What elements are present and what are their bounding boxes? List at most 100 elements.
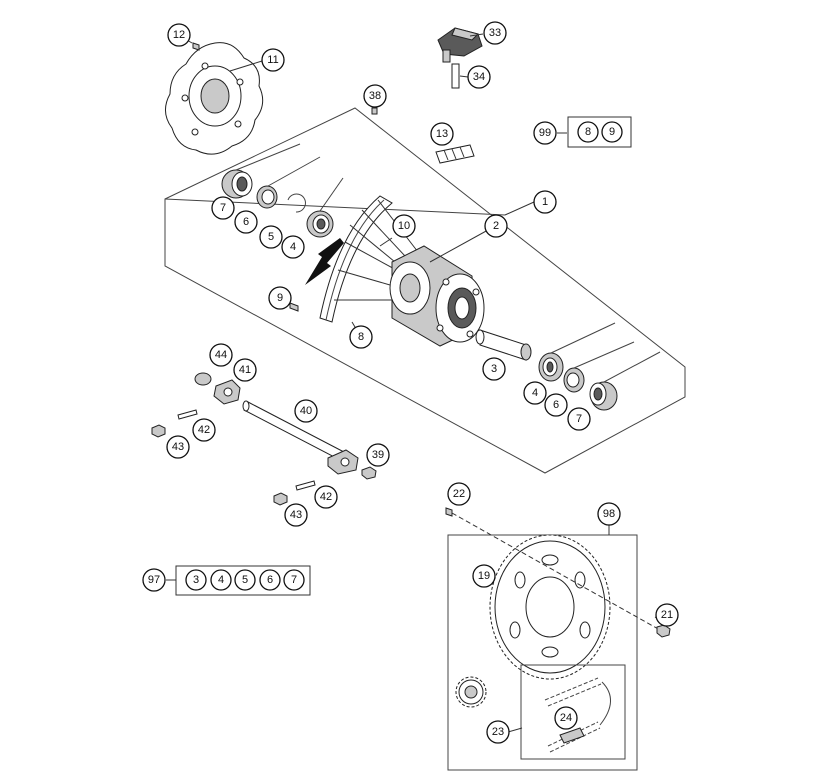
leader-lines: [166, 33, 664, 733]
rear-hub: [389, 245, 485, 347]
svg-text:11: 11: [267, 54, 278, 66]
rim: [319, 195, 393, 323]
kit-99-item: 8: [577, 121, 599, 143]
svg-text:6: 6: [267, 574, 273, 586]
svg-text:9: 9: [277, 292, 283, 304]
svg-text:44: 44: [215, 349, 227, 361]
spacer-left: [221, 169, 253, 199]
sprocket-kit-box: [447, 534, 638, 771]
svg-text:33: 33: [489, 27, 501, 39]
adjuster-screw-left: [177, 409, 198, 420]
kit-97-item: 4: [210, 569, 232, 591]
svg-text:99: 99: [539, 127, 551, 139]
svg-text:24: 24: [560, 712, 572, 724]
callout-5: 5: [259, 225, 283, 249]
chain-box: [520, 664, 626, 760]
svg-text:4: 4: [218, 574, 224, 586]
callout-3: 3: [482, 357, 506, 381]
svg-text:43: 43: [172, 441, 184, 453]
bearing-right: [538, 352, 564, 382]
svg-text:6: 6: [553, 399, 559, 411]
spoke-parts: [435, 144, 475, 164]
svg-text:98: 98: [603, 508, 615, 520]
chain-adjuster-left: [213, 379, 241, 405]
brake-disc: [165, 42, 264, 155]
svg-text:22: 22: [453, 488, 465, 500]
circlip: [287, 193, 306, 213]
axle-nut: [361, 466, 377, 480]
callout-2: 2: [484, 214, 508, 238]
adjuster-screw-right: [295, 480, 316, 491]
callout-1: 1: [533, 190, 557, 214]
svg-text:4: 4: [290, 241, 296, 253]
svg-text:7: 7: [576, 413, 582, 425]
svg-text:6: 6: [243, 216, 249, 228]
callout-8: 8: [349, 325, 373, 349]
bearing-left: [306, 210, 334, 238]
chain-adjuster-right: [327, 449, 359, 475]
callout-42-right: 42: [314, 485, 338, 509]
svg-text:39: 39: [372, 449, 384, 461]
callout-43-left: 43: [166, 435, 190, 459]
svg-text:19: 19: [478, 570, 490, 582]
rear-sprocket: [489, 534, 611, 680]
svg-text:3: 3: [491, 363, 497, 375]
svg-text:40: 40: [300, 405, 312, 417]
callout-23: 23: [486, 720, 510, 744]
svg-text:10: 10: [398, 220, 410, 232]
seal-left: [256, 185, 278, 209]
svg-text:3: 3: [193, 574, 199, 586]
svg-text:34: 34: [473, 71, 485, 83]
master-link: [559, 727, 585, 744]
callout-38: 38: [363, 84, 387, 108]
kit-97-item: 5: [234, 569, 256, 591]
disc-screw: [192, 42, 200, 51]
svg-text:12: 12: [173, 29, 185, 41]
callout-11: 11: [261, 48, 285, 72]
axle: [242, 400, 345, 461]
kit-99-item: 9: [601, 121, 623, 143]
svg-text:97: 97: [148, 574, 160, 586]
callout-10: 10: [392, 214, 416, 238]
seal-right: [563, 367, 585, 393]
svg-text:41: 41: [239, 364, 251, 376]
svg-text:13: 13: [436, 128, 448, 140]
callout-40: 40: [294, 399, 318, 423]
svg-text:21: 21: [661, 609, 673, 621]
callout-41: 41: [233, 358, 257, 382]
svg-text:1: 1: [542, 196, 548, 208]
callout-13: 13: [430, 122, 454, 146]
callout-44: 44: [209, 343, 233, 367]
callout-7-right: 7: [567, 407, 591, 431]
svg-text:5: 5: [268, 231, 274, 243]
kit-97-item: 6: [259, 569, 281, 591]
callout-98: 98: [597, 502, 621, 526]
sprocket-screw: [445, 507, 453, 517]
svg-text:8: 8: [358, 331, 364, 343]
svg-text:23: 23: [492, 726, 504, 738]
callout-33: 33: [483, 21, 507, 45]
valve-screw: [289, 302, 299, 312]
callout-4-right: 4: [523, 381, 547, 405]
callout-99: 99: [533, 121, 557, 145]
adjuster-nut-right: [273, 492, 288, 506]
svg-text:42: 42: [320, 491, 332, 503]
callout-7-left: 7: [211, 196, 235, 220]
callout-19: 19: [472, 564, 496, 588]
svg-text:43: 43: [290, 509, 302, 521]
wheel-assembly-outline: [164, 107, 686, 474]
sleeve: [451, 63, 460, 89]
svg-text:9: 9: [609, 126, 615, 138]
callout-6-left: 6: [234, 210, 258, 234]
adjuster-nut-left: [151, 424, 166, 438]
callout-21: 21: [655, 603, 679, 627]
callout-97: 97: [142, 568, 166, 592]
direction-arrow: [305, 238, 344, 285]
callout-42-left: 42: [192, 418, 216, 442]
svg-text:42: 42: [198, 424, 210, 436]
spacer-sleeve: [475, 329, 532, 361]
sensor-bracket: [437, 27, 483, 63]
svg-text:5: 5: [242, 574, 248, 586]
callout-43-right: 43: [284, 503, 308, 527]
